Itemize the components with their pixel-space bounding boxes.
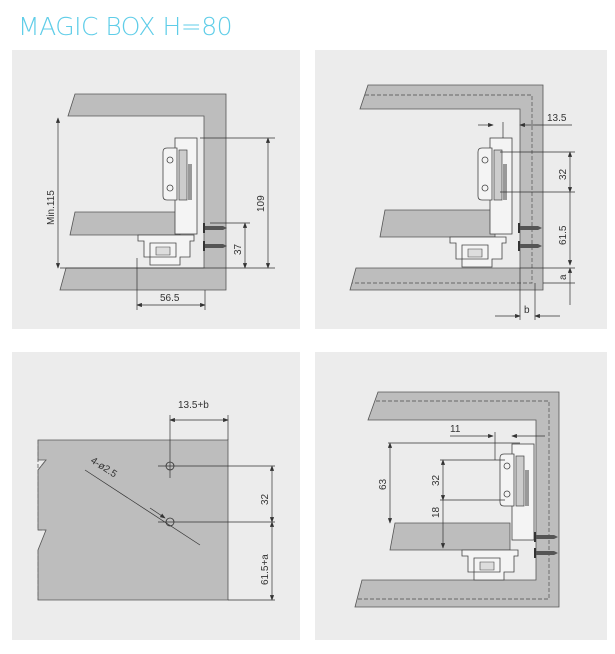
dim-13-5-plus-b: 13.5+b <box>178 400 209 411</box>
drawer-side <box>389 522 511 551</box>
drawer-front <box>37 439 229 601</box>
panel-front-mount-view: 11 63 32 18 <box>315 352 607 640</box>
page-title: MAGIC BOX H=80 <box>18 12 233 41</box>
panel-drilling-view: 13.5+b 32 61.5+a 4-ø2.5 <box>12 352 300 640</box>
cabinet-board <box>354 391 560 608</box>
dim-32: 32 <box>558 168 569 180</box>
dim-b: b <box>524 305 530 316</box>
drawer-side <box>69 211 181 236</box>
dim-13-5: 13.5 <box>547 113 567 124</box>
dim-61-5-plus-a: 61.5+a <box>260 554 271 585</box>
dim-32: 32 <box>260 493 271 505</box>
dim-18: 18 <box>431 506 442 518</box>
dim-a: a <box>558 274 569 280</box>
dim-11: 11 <box>450 424 461 435</box>
dim-109: 109 <box>256 195 267 212</box>
dim-min-height: Min.115 <box>46 190 57 225</box>
dim-63: 63 <box>378 478 389 490</box>
panel-side-view: Min.115 109 37 56.5 <box>12 50 300 329</box>
dim-56-5: 56.5 <box>160 293 180 304</box>
dim-37: 37 <box>233 243 244 255</box>
dim-61-5: 61.5 <box>558 225 569 245</box>
dim-32: 32 <box>431 474 442 486</box>
panel-adjust-view: 13.5 32 61.5 a b <box>315 50 607 329</box>
cabinet-board <box>349 84 544 291</box>
drawer-side <box>379 209 496 238</box>
